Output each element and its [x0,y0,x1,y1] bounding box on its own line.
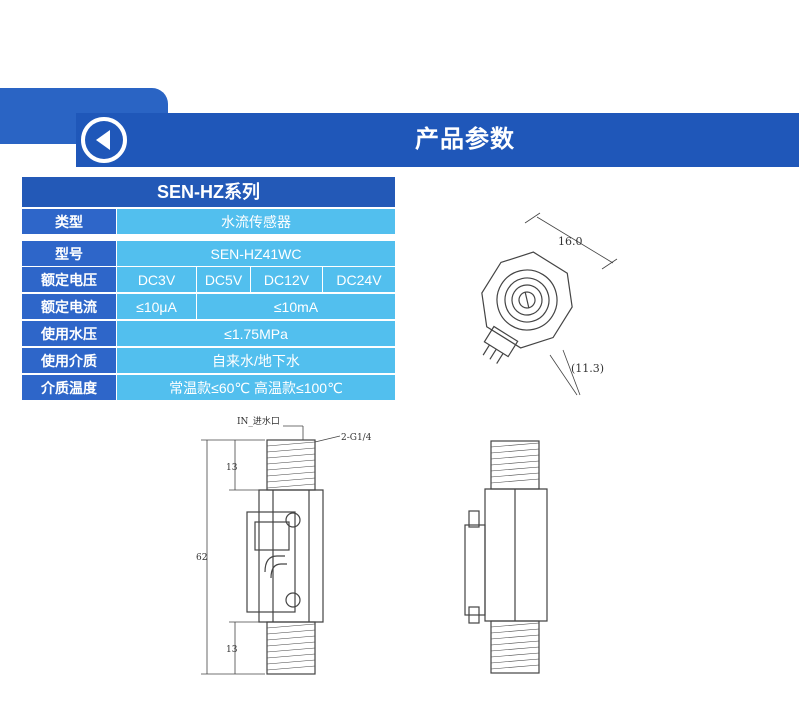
dim-depth-label: (11.3) [571,362,604,375]
spec-table-title: SEN-HZ系列 [22,177,395,207]
spec-row-temperature: 介质温度 常温款≤60℃ 高温款≤100℃ [22,375,395,401]
back-arrow-icon [96,130,110,150]
dim-top-label: 13 [226,463,238,473]
dim-bottom-label: 13 [226,645,238,655]
spec-row-current: 额定电流 ≤10μA ≤10mA [22,294,395,320]
spec-label: 介质温度 [22,375,116,401]
dim-width-label: 16.0 [558,235,583,248]
spec-value: DC3V [116,267,196,293]
spec-label: 型号 [22,241,116,267]
top-view-drawing: 16.0 (11.3) [481,212,618,396]
spec-row-model: 型号 SEN-HZ41WC [22,241,395,267]
back-button-circle [85,121,123,159]
side-view-drawing [464,440,548,674]
spec-row-type: 类型 水流传感器 [22,209,395,235]
spec-label: 额定电流 [22,294,116,320]
spec-row-medium: 使用介质 自来水/地下水 [22,348,395,374]
spec-label: 额定电压 [22,267,116,293]
spec-label: 使用水压 [22,321,116,347]
back-button[interactable] [78,114,130,166]
spec-label: 使用介质 [22,348,116,374]
spec-value: SEN-HZ41WC [116,241,395,267]
page-title: 产品参数 [415,126,515,153]
front-view-drawing: IN_进水口 2-G1/4 13 62 13 [196,415,372,675]
header-bar [76,113,799,167]
spec-value: ≤10mA [196,294,395,320]
spec-value: ≤1.75MPa [116,321,395,347]
spec-value: 常温款≤60℃ 高温款≤100℃ [116,375,395,401]
spec-value: 水流传感器 [116,209,395,235]
spec-value: DC24V [322,267,395,293]
spec-value: ≤10μA [116,294,196,320]
spec-value: DC12V [250,267,322,293]
spec-row-pressure: 使用水压 ≤1.75MPa [22,321,395,347]
spec-label: 类型 [22,209,116,235]
spec-value: 自来水/地下水 [116,348,395,374]
inlet-label: IN_进水口 [237,415,280,427]
spec-value: DC5V [196,267,250,293]
thread-label: 2-G1/4 [341,433,372,443]
dim-total-label: 62 [196,553,207,563]
spec-row-voltage: 额定电压 DC3V DC5V DC12V DC24V [22,267,395,293]
